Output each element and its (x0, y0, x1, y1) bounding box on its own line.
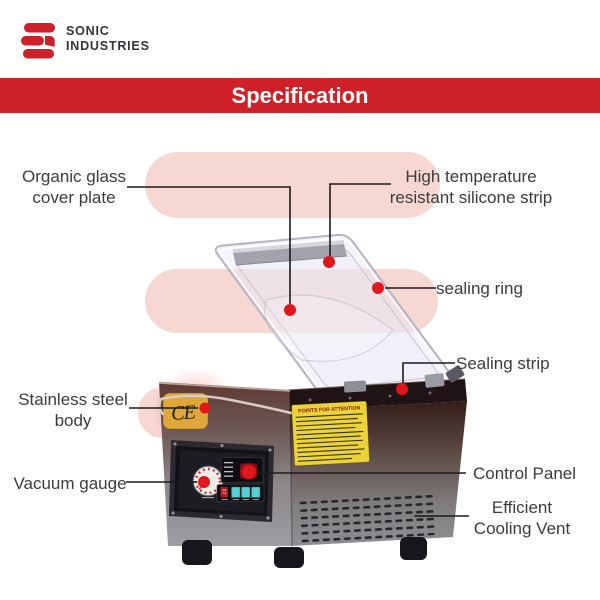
callout-label-cooling-vent: Efficient Cooling Vent (473, 498, 571, 538)
warning-label: POINTS FOR ATTENTION (291, 400, 370, 467)
callout-dot-sealing-strip (396, 383, 408, 395)
callout-line-cover-plate (127, 186, 291, 304)
digital-panel (220, 457, 264, 483)
callout-line-sealing-strip (402, 362, 455, 383)
callout-label-steel-body: Stainless steel body (18, 390, 128, 430)
feet (182, 537, 427, 568)
callout-dot-control-panel (242, 465, 256, 479)
callout-dot-sealing-ring (372, 282, 384, 294)
lid-hinges (343, 365, 465, 393)
callout-label-control-panel: Control Panel (473, 464, 577, 483)
warning-label-title: POINTS FOR ATTENTION (298, 405, 361, 414)
brand-line2: INDUSTRIES (66, 38, 150, 53)
callout-label-sealing-strip: Sealing strip (456, 354, 550, 373)
cooling-vent-grid (299, 490, 436, 544)
glass-lid (214, 233, 459, 403)
sonic-logo-icon (21, 23, 55, 59)
callout-label-sealing-ring: sealing ring (436, 279, 523, 298)
callout-label-silicone-strip: High temperature resistant silicone stri… (389, 167, 553, 207)
control-panel-cluster (169, 440, 274, 522)
brand-line1: SONIC (66, 24, 110, 38)
button-row (216, 484, 265, 502)
ce-mark-text: CE (170, 401, 196, 425)
specification-banner: Specification (0, 78, 600, 113)
callout-dot-steel-body (199, 402, 211, 414)
callout-label-cover-plate: Organic glass cover plate (22, 167, 126, 207)
callout-dot-vacuum-gauge (198, 476, 210, 488)
lid-chamber-imprint (264, 294, 394, 362)
machine-body: CE POINTS FOR ATTENTION (158, 365, 467, 568)
callout-label-vacuum-gauge: Vacuum gauge (13, 474, 127, 493)
callout-lines (126, 183, 469, 517)
callout-dot-silicone-strip (323, 256, 335, 268)
callout-line-silicone-strip (329, 183, 391, 256)
brand-name: SONIC INDUSTRIES (66, 24, 150, 53)
callout-dot-cover-plate (284, 304, 296, 316)
callout-dots (198, 256, 408, 488)
